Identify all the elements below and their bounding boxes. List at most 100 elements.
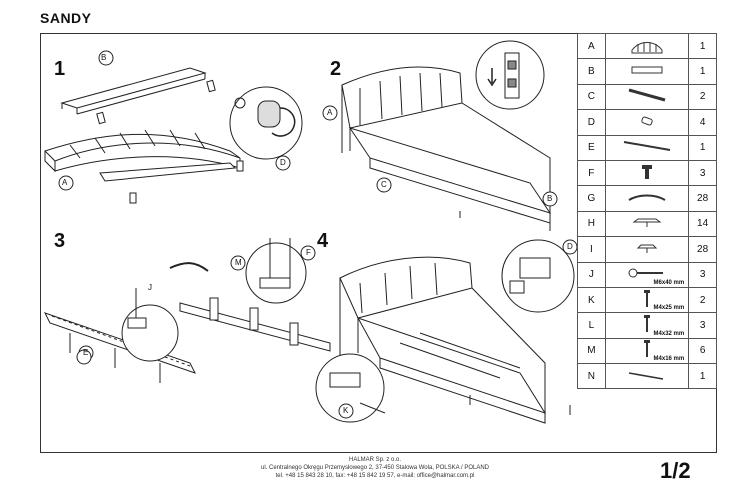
step1-headboard-drawing <box>44 129 244 204</box>
part-letter: D <box>577 109 606 136</box>
step-number-1: 1 <box>54 58 66 80</box>
part-letter: A <box>577 32 606 60</box>
part-illustration <box>604 210 690 238</box>
part-illustration <box>604 236 690 263</box>
slat-icon <box>627 194 667 206</box>
allen-key-icon <box>627 372 667 384</box>
footer-contact: tel. +48 15 843 28 10, fax: +48 15 842 1… <box>275 473 475 479</box>
part-letter: F <box>577 159 606 187</box>
part-row: H 14 <box>577 210 717 238</box>
step-number-2: 2 <box>330 58 342 80</box>
part-illustration <box>604 363 690 390</box>
part-illustration <box>604 134 690 161</box>
company-footer: HALMAR Sp. z o.o. ul. Centralnego Okręgu… <box>0 456 750 480</box>
support-leg-icon <box>640 164 654 184</box>
page-number: 1/2 <box>660 458 691 483</box>
part-quantity: 1 <box>688 58 717 85</box>
part-illustration <box>604 159 690 187</box>
step-number-4: 4 <box>317 230 329 252</box>
part-illustration <box>604 58 690 85</box>
step2-detail-circle <box>475 40 545 110</box>
part-size-label: M4x32 mm <box>653 330 685 337</box>
part-quantity: 28 <box>688 236 717 263</box>
callout-e-step4: D <box>567 242 573 251</box>
footboard-icon <box>630 66 664 79</box>
callout-f-step4: F <box>306 248 311 257</box>
part-quantity: 1 <box>688 32 717 60</box>
part-letter: H <box>577 210 606 238</box>
step1-footboard-drawing <box>60 50 216 125</box>
screw-icon <box>641 314 653 337</box>
screw-icon <box>641 289 653 312</box>
part-size-label: M6x40 mm <box>653 279 685 286</box>
part-letter: C <box>577 83 606 111</box>
step-number-3: 3 <box>54 230 66 252</box>
part-size-label: M4x16 mm <box>653 356 685 363</box>
part-letter: M <box>577 337 606 365</box>
step4-beam-drawing <box>179 238 331 352</box>
callout-k-step4: K <box>343 406 349 415</box>
part-letter: G <box>577 185 606 212</box>
instruction-frame <box>40 33 717 453</box>
callout-b-step1: B <box>101 53 107 62</box>
part-quantity: 4 <box>688 109 717 136</box>
bolt-icon <box>627 268 667 282</box>
part-size-label: M4x25 mm <box>653 305 685 312</box>
slat-holder-icon <box>635 244 659 257</box>
part-letter: E <box>577 134 606 161</box>
part-illustration: M4x25 mm <box>604 286 690 314</box>
part-quantity: 3 <box>688 159 717 187</box>
part-illustration: M4x32 mm <box>604 312 690 339</box>
step2-frame-drawing <box>322 66 558 231</box>
part-quantity: 3 <box>688 312 717 339</box>
callout-b-step2: B <box>547 194 553 203</box>
part-quantity: 3 <box>688 261 717 288</box>
part-quantity: 2 <box>688 83 717 111</box>
leg-icon <box>637 116 657 130</box>
callout-a-step1: A <box>62 178 68 187</box>
footer-company: HALMAR Sp. z o.o. <box>348 457 402 463</box>
document-title: SANDY <box>40 10 92 26</box>
center-beam-icon <box>622 141 672 156</box>
side-rail-icon <box>627 89 667 105</box>
part-quantity: 28 <box>688 185 717 212</box>
assembly-drawings <box>44 40 577 424</box>
headboard-icon <box>630 41 664 57</box>
part-letter: I <box>577 236 606 263</box>
screw-icon <box>641 340 653 362</box>
part-illustration <box>604 83 690 111</box>
callout-f-step3: E <box>83 348 89 357</box>
part-quantity: 14 <box>688 210 717 238</box>
step4-bed-drawing <box>315 239 577 424</box>
callout-d-step1: D <box>280 158 286 167</box>
part-quantity: 1 <box>688 363 717 390</box>
part-row: G 28 <box>577 185 717 212</box>
part-letter: K <box>577 286 606 314</box>
callout-c-step2: C <box>381 180 387 189</box>
part-quantity: 1 <box>688 134 717 161</box>
part-letter: B <box>577 58 606 85</box>
part-quantity: 2 <box>688 286 717 314</box>
part-illustration <box>604 109 690 136</box>
part-quantity: 6 <box>688 337 717 365</box>
step1-detail-circle <box>229 86 303 171</box>
part-letter: N <box>577 363 606 390</box>
part-letter: J <box>577 261 606 288</box>
part-illustration <box>604 32 690 60</box>
part-row: I 28 <box>577 236 717 263</box>
callout-m-step4: M <box>235 258 242 267</box>
part-letter: L <box>577 312 606 339</box>
part-illustration <box>604 185 690 212</box>
